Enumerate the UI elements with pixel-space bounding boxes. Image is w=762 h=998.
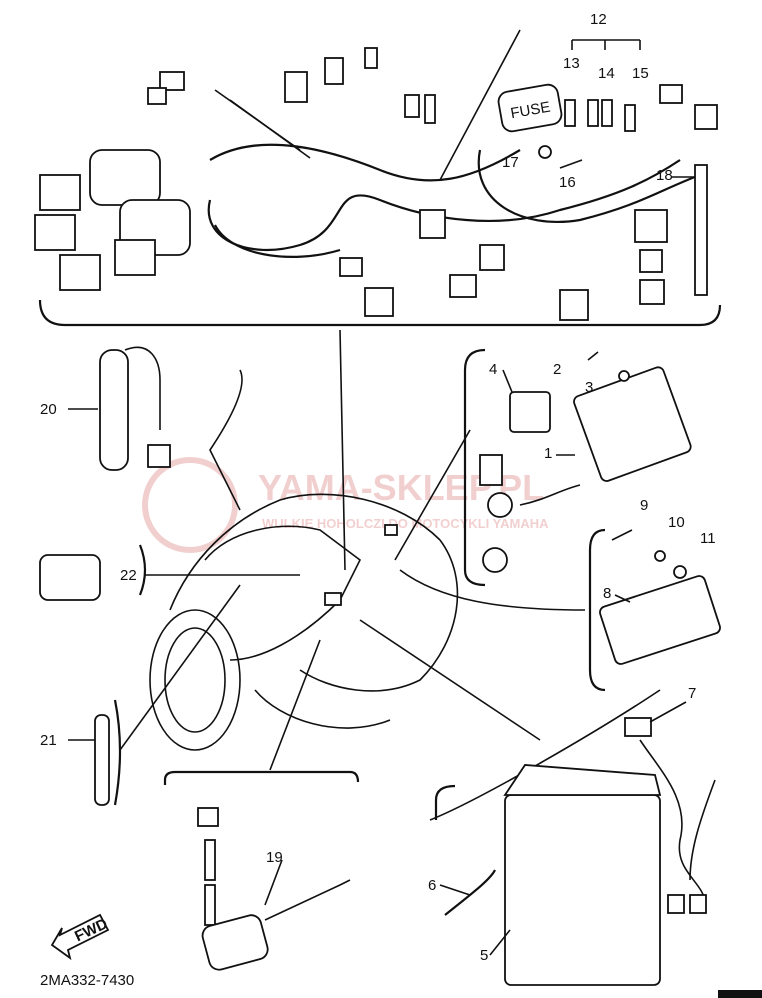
watermark-subtitle: WULKIE HOHOLCZI DO MOTOCYKLI YAMAHA — [262, 516, 549, 531]
leader-lines — [119, 29, 661, 821]
callout-15: 15 — [632, 65, 649, 82]
callout-4: 4 — [489, 361, 497, 378]
callout-1: 1 — [544, 445, 552, 462]
callout-22: 22 — [120, 567, 137, 584]
fwd-arrow-icon: FWD — [50, 913, 110, 961]
callout-18: 18 — [656, 167, 673, 184]
callout-16: 16 — [559, 174, 576, 191]
callout-17: 17 — [502, 154, 519, 171]
callout-7: 7 — [688, 685, 696, 702]
callout-labels: 1 2 3 4 5 6 7 8 9 10 11 12 13 14 15 16 1… — [40, 11, 716, 964]
callout-5: 5 — [480, 947, 488, 964]
left-parts: FWD — [39, 346, 360, 971]
callout-10: 10 — [668, 514, 685, 531]
callout-3: 3 — [585, 379, 593, 396]
callout-12: 12 — [590, 11, 607, 28]
battery — [434, 717, 716, 986]
fuse-label: FUSE — [509, 99, 551, 123]
relay-group — [463, 348, 692, 587]
motorcycle-outline — [149, 493, 459, 751]
callout-21: 21 — [40, 732, 57, 749]
wire-harness: FUSE — [34, 47, 722, 327]
callout-19: 19 — [266, 849, 283, 866]
callout-stubs — [68, 176, 695, 956]
callout-6: 6 — [428, 877, 436, 894]
regulator-group — [588, 528, 721, 692]
callout-8: 8 — [603, 585, 611, 602]
callout-13: 13 — [563, 55, 580, 72]
drawing-number: 2MA332-7430 — [40, 972, 134, 989]
callout-2: 2 — [553, 361, 561, 378]
callout-9: 9 — [640, 497, 648, 514]
callout-14: 14 — [598, 65, 615, 82]
callout-20: 20 — [40, 401, 57, 418]
callout-11: 11 — [700, 530, 716, 547]
